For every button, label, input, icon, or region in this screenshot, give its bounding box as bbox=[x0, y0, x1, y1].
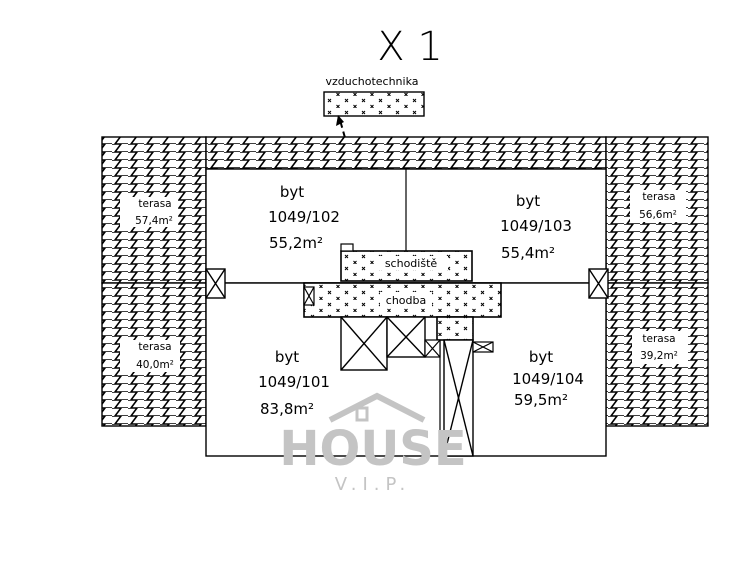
shaft-left-tiny bbox=[303, 286, 315, 306]
vzduchotechnika-unit bbox=[323, 91, 425, 117]
shaft-mid bbox=[386, 316, 426, 358]
unit-103-area: 55,4m² bbox=[501, 244, 555, 262]
terrace-bottom-left-label: terasa bbox=[138, 341, 171, 353]
shaft-tall bbox=[443, 339, 474, 457]
staircase-label-bg bbox=[376, 256, 448, 270]
unit-104-type: byt bbox=[529, 348, 553, 366]
corridor-extension bbox=[436, 316, 474, 341]
terrace-top-left-area: 57,4m² bbox=[135, 215, 173, 227]
plan-title: X 1 bbox=[377, 24, 443, 70]
unit-102-number: 1049/102 bbox=[268, 208, 340, 226]
wall-vent-left bbox=[205, 268, 226, 299]
unit-102-type: byt bbox=[280, 183, 304, 201]
staircase-label: schodiště bbox=[385, 257, 438, 270]
vent-arrow bbox=[336, 115, 344, 126]
unit-103-number: 1049/103 bbox=[500, 217, 572, 235]
vzduchotechnika-label: vzduchotechnika bbox=[325, 75, 418, 88]
unit-101-number: 1049/101 bbox=[258, 373, 330, 391]
unit-101-type: byt bbox=[275, 348, 299, 366]
terrace-top-right-area: 56,6m² bbox=[639, 209, 677, 221]
terrace-top-right-label: terasa bbox=[642, 191, 675, 203]
unit-103-type: byt bbox=[516, 192, 540, 210]
staircase-notch bbox=[340, 243, 354, 252]
shaft-small bbox=[424, 339, 441, 358]
terrace-top-left-label: terasa bbox=[138, 198, 171, 210]
watermark-brand: HOUSE bbox=[279, 421, 466, 477]
watermark-roof-icon bbox=[328, 392, 426, 423]
shaft-right-small bbox=[472, 341, 494, 353]
corridor-label-bg bbox=[380, 292, 432, 307]
wall-vent-right bbox=[588, 268, 609, 299]
terrace-top bbox=[205, 136, 607, 170]
terrace-bottom-right-area: 39,2m² bbox=[640, 350, 678, 362]
watermark-sub: V.I.P. bbox=[335, 474, 412, 495]
terrace-bottom-left-area: 40,0m² bbox=[136, 359, 174, 371]
unit-104-number: 1049/104 bbox=[512, 370, 584, 388]
terrace-bottom-right-label: terasa bbox=[642, 333, 675, 345]
corridor-label: chodba bbox=[386, 294, 426, 307]
unit-104-area: 59,5m² bbox=[514, 391, 568, 409]
unit-101-area: 83,8m² bbox=[260, 400, 314, 418]
unit-102-area: 55,2m² bbox=[269, 234, 323, 252]
shaft-left bbox=[340, 316, 388, 371]
watermark: HOUSE V.I.P. bbox=[279, 392, 467, 495]
